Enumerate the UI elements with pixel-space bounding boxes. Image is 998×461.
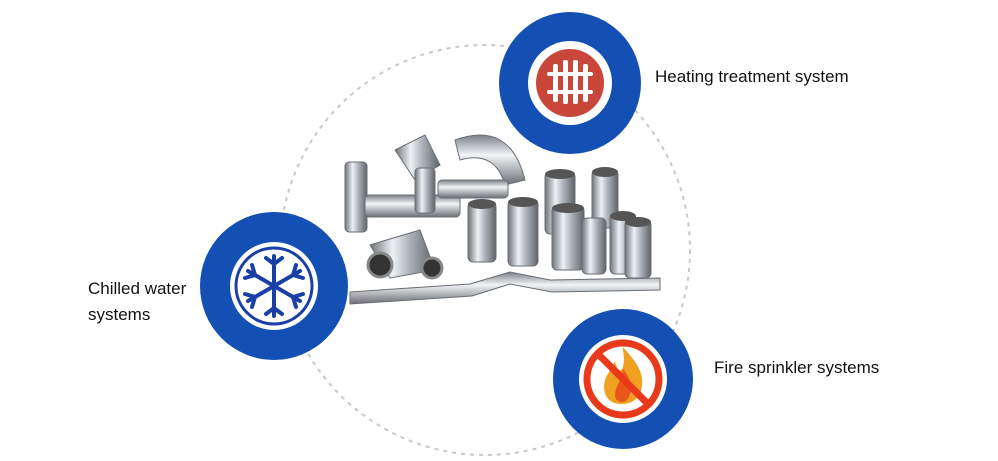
heating-badge	[499, 12, 641, 154]
fire-label: Fire sprinkler systems	[714, 358, 880, 377]
snowflake-icon	[230, 242, 318, 330]
fire-badge	[553, 309, 693, 449]
chilled-label: Chilled water systems	[88, 279, 187, 324]
chilled-badge	[200, 212, 348, 360]
no-fire-icon	[579, 335, 667, 423]
heating-label: Heating treatment system	[655, 67, 849, 86]
press-fittings-image	[344, 134, 661, 305]
radiator-icon	[528, 41, 612, 125]
